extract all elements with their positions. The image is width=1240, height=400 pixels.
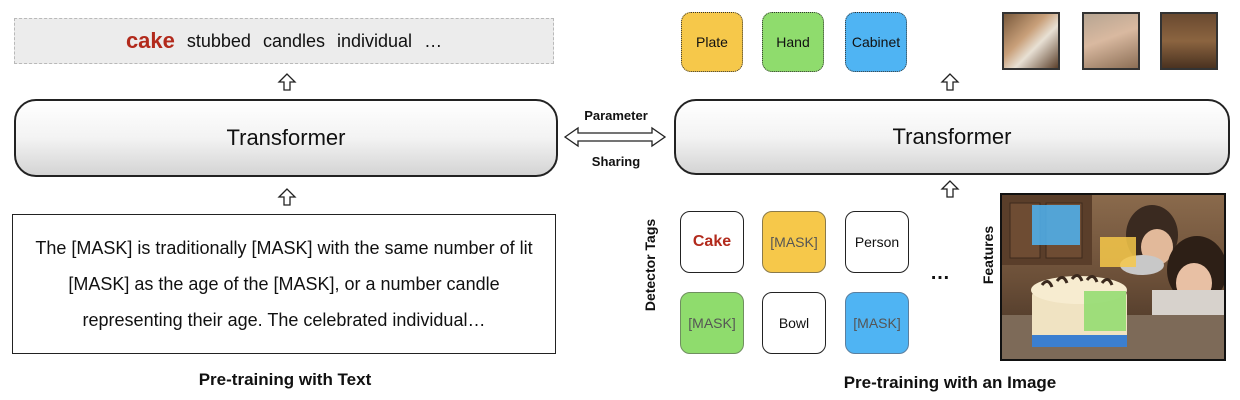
- tag-cake: Cake: [680, 211, 744, 273]
- text-output-box: cake stubbed candles individual …: [14, 18, 554, 64]
- left-caption: Pre-training with Text: [198, 370, 372, 389]
- output-label-plate: Plate: [681, 12, 743, 72]
- region-thumbnail-plate: [1002, 12, 1060, 70]
- double-arrow-icon: [563, 126, 667, 148]
- predicted-word: …: [424, 30, 443, 51]
- predicted-word: stubbed: [186, 30, 251, 51]
- predicted-word: candles: [262, 30, 325, 51]
- features-label: Features: [979, 225, 996, 285]
- output-label-text: Plate: [696, 34, 728, 50]
- masked-text-input-box: The [MASK] is traditionally [MASK] with …: [12, 214, 556, 354]
- predicted-word-highlight: cake: [125, 28, 175, 53]
- detector-tags-label: Detector Tags: [641, 218, 658, 312]
- up-arrow-icon: [940, 73, 960, 91]
- parameter-label: Parameter: [584, 108, 648, 123]
- region-thumbnail-cabinet: [1160, 12, 1218, 70]
- output-label-text: Hand: [776, 34, 810, 50]
- up-arrow-icon: [277, 73, 297, 91]
- image-transformer-block: Transformer: [674, 99, 1230, 175]
- output-label-text: Cabinet: [851, 34, 901, 50]
- output-label-cabinet: Cabinet: [845, 12, 907, 72]
- input-image: [1000, 193, 1226, 361]
- tag-bowl: Bowl: [762, 292, 826, 354]
- tag-person: Person: [845, 211, 909, 273]
- photo-illustration: [1002, 195, 1224, 359]
- up-arrow-icon: [277, 188, 297, 206]
- text-transformer-block: Transformer: [14, 99, 558, 177]
- tag-mask: [MASK]: [845, 292, 909, 354]
- tag-mask: [MASK]: [680, 292, 744, 354]
- tag-mask: [MASK]: [762, 211, 826, 273]
- output-label-hand: Hand: [762, 12, 824, 72]
- ellipsis: …: [930, 262, 950, 284]
- right-caption: Pre-training with an Image: [843, 373, 1057, 392]
- transformer-label: Transformer: [892, 124, 1012, 149]
- up-arrow-icon: [940, 180, 960, 198]
- masked-text: The [MASK] is traditionally [MASK] with …: [35, 238, 533, 330]
- predicted-word: individual: [337, 30, 413, 51]
- region-thumbnail-hand: [1082, 12, 1140, 70]
- sharing-label: Sharing: [591, 154, 641, 169]
- transformer-label: Transformer: [226, 125, 346, 150]
